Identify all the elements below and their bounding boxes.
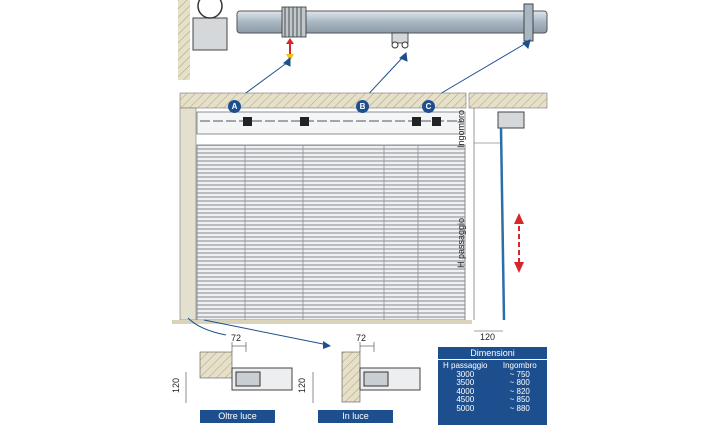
table-row: 4000 ~ 820 (438, 386, 547, 397)
cell-ingombro: ~ 850 (509, 395, 530, 404)
support-bracket (391, 32, 409, 49)
header-h-passaggio: H passaggio (443, 361, 488, 370)
cell-h: 3000 (456, 369, 475, 379)
callout-c: C (422, 100, 435, 113)
table-header-row: H passaggio Ingombro (438, 361, 547, 371)
dim-120-mid: 120 (297, 377, 307, 393)
caption-oltre-luce: Oltre luce (200, 410, 275, 423)
side-roller (497, 111, 525, 129)
cell-h: 3500 (456, 378, 475, 387)
cell-ingombro: ~ 820 (509, 386, 530, 396)
floor-line (172, 320, 472, 324)
dim-120-left: 120 (171, 377, 181, 393)
side-section (468, 92, 548, 332)
table-row: 5000 ~ 880 (438, 403, 547, 414)
dim-72-left: 72 (231, 333, 242, 343)
ingombro-label: Ingombro (456, 109, 466, 148)
detail-in-luce (203, 319, 421, 403)
front-elevation (172, 92, 472, 324)
shutter-curtain (196, 144, 466, 321)
callout-a: A (228, 100, 241, 113)
h-passaggio-label: H passaggio (456, 217, 466, 268)
header-ingombro: Ingombro (502, 361, 537, 370)
table-row: 4500 ~ 850 (438, 395, 547, 405)
lintel-hatch (179, 92, 467, 109)
movement-arrow-side (514, 213, 524, 273)
end-flange (523, 3, 534, 42)
motor-housing (192, 17, 228, 51)
side-curtain (499, 127, 506, 321)
motor-wheel (197, 0, 223, 19)
caption-in-luce: In luce (318, 410, 393, 423)
dimensions-table: Dimensioni H passaggio Ingombro 3000 ~ 7… (438, 347, 547, 425)
jamb-left (179, 107, 197, 321)
curtain-guides (244, 145, 419, 320)
cell-h: 4500 (456, 395, 475, 404)
top-shaft-detail (178, 0, 548, 80)
cell-ingombro: ~ 880 (509, 403, 530, 413)
detail-oltre-luce (185, 317, 293, 403)
wall-left (178, 0, 190, 80)
callout-b: B (356, 100, 369, 113)
table-title: Dimensioni (438, 347, 547, 360)
table-row: 3000 ~ 750 (438, 369, 547, 380)
cell-ingombro: ~ 750 (509, 369, 530, 379)
cell-ingombro: ~ 800 (509, 378, 530, 387)
cell-h: 4000 (456, 386, 475, 396)
spring-coil (281, 6, 307, 38)
cell-h: 5000 (456, 403, 475, 413)
callout-lines (234, 39, 531, 102)
table-row: 3500 ~ 800 (438, 378, 547, 388)
dim-72-right: 72 (356, 333, 367, 343)
roller-box (196, 111, 466, 135)
dim-120-side: 120 (480, 332, 496, 342)
